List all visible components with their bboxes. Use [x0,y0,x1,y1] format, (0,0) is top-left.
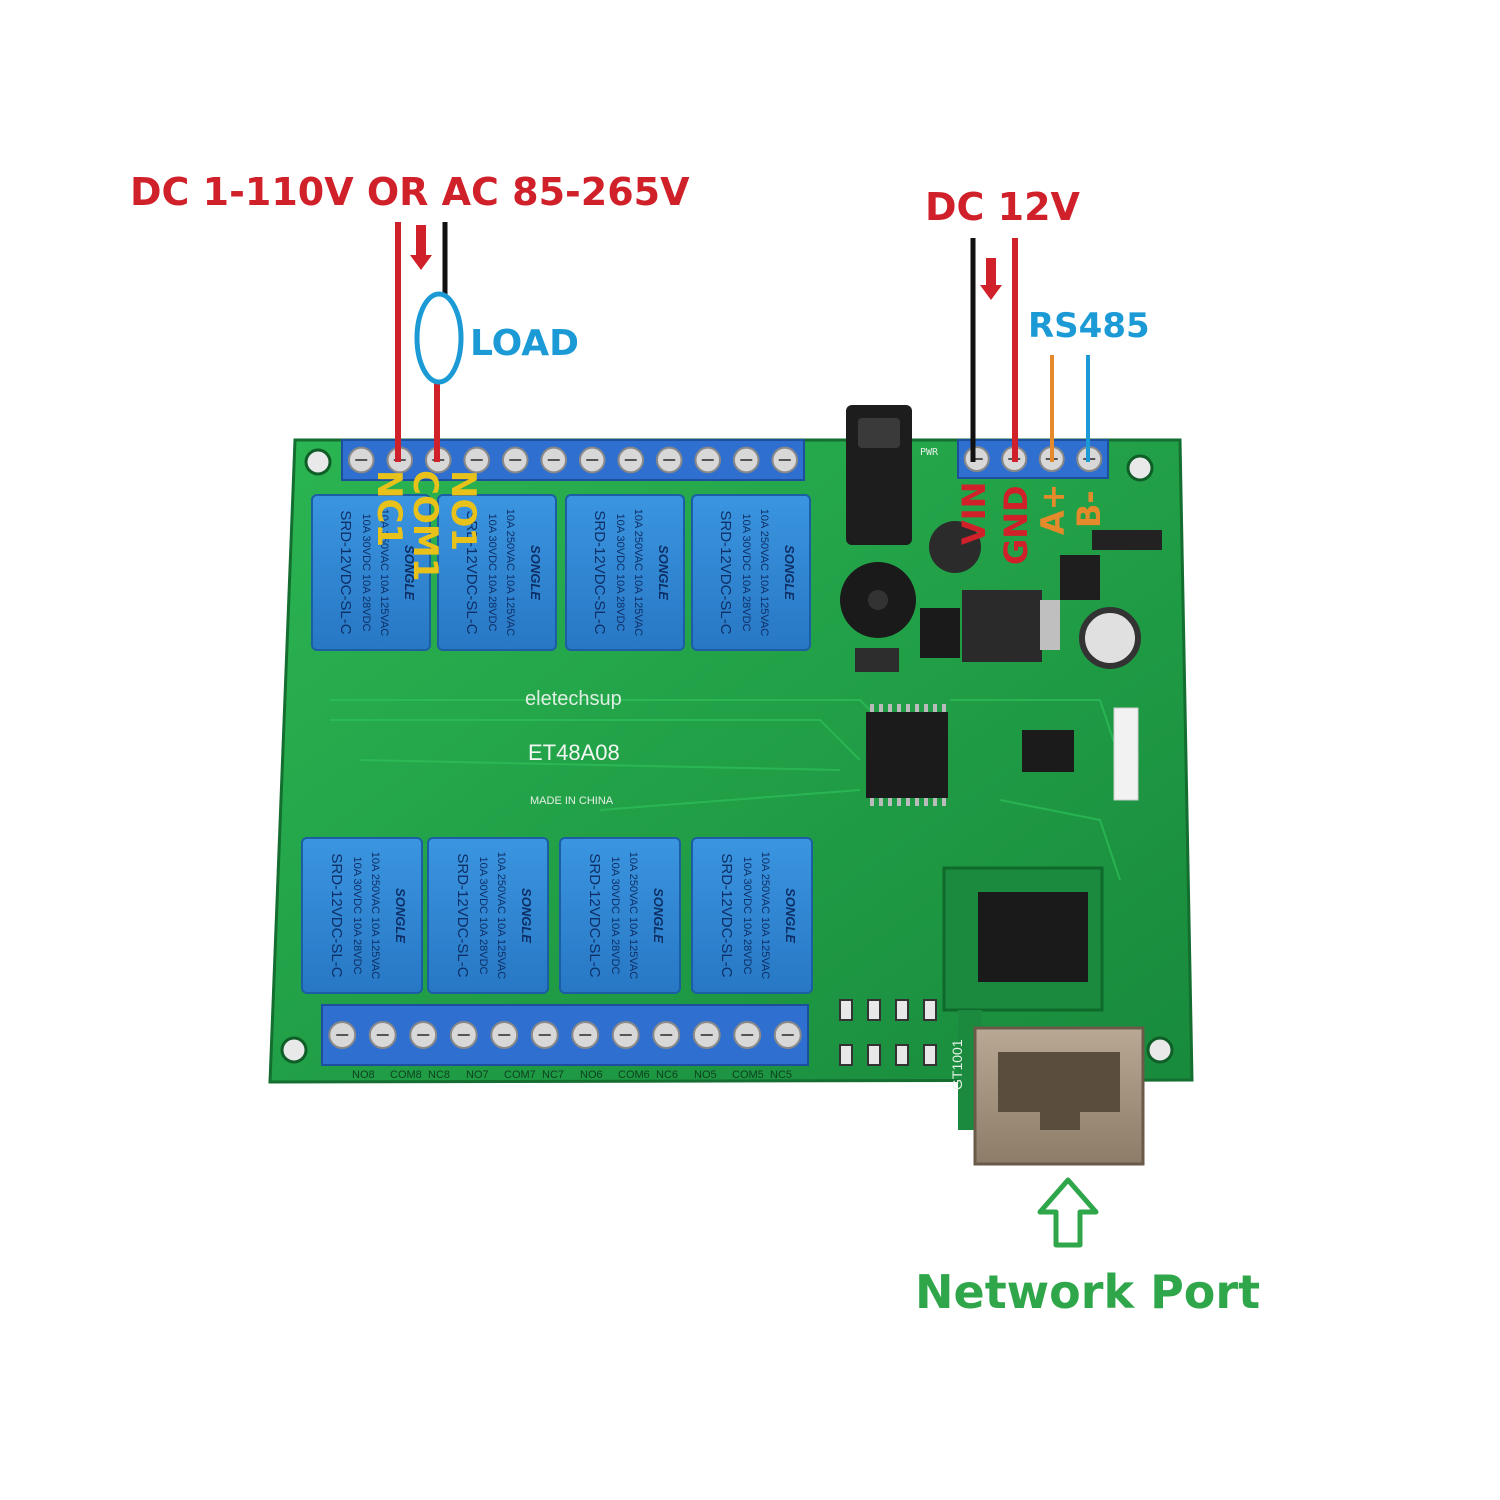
network-port-label: Network Port [915,1265,1260,1319]
relay-rating: 10A 250VAC 10A 125VAC [758,509,770,636]
top-terminal-block [341,439,805,481]
b-minus-label: B- [1070,490,1108,528]
diode [855,648,899,672]
power-arrow-icon [980,258,1002,300]
a-plus-label: A+ [1034,483,1072,535]
terminal-silk-nc8: NC8 [428,1069,450,1081]
vin-label: VIN [955,482,993,545]
pwr-silk: PWR [920,447,939,458]
terminal-silk-no5: NO5 [694,1069,717,1081]
nc1-label: NC1 [369,470,409,547]
bottom-terminal-labels: NO8 COM8 NC8 NO7 COM7 NC7 NO6 COM6 NC6 NO5 COM5 NC5 [352,1069,792,1081]
relay-part-number: SRD-12VDC-SL-C [337,510,354,634]
relay-part-number: SRD-12VDC-SL-C [454,853,471,977]
made-in-silk: MADE IN CHINA [530,795,614,807]
relay-rating: 10A 250VAC 10A 125VAC [378,509,390,636]
load-ellipse [414,291,464,385]
power-label: DC 12V [925,185,1081,229]
gnd-label: GND [997,485,1035,565]
bottom-relay-5: SRD-12VDC-SL-C 10A 30VDC 10A 28VDC 10A 250… [301,837,423,994]
relay-brand: SONGLE [651,888,666,943]
load-label: LOAD [470,323,579,364]
transistor [1092,530,1162,550]
terminal-silk-com7: COM7 [504,1069,536,1081]
bottom-relay-6: SRD-12VDC-SL-C 10A 30VDC 10A 28VDC 10A 250… [427,837,549,994]
bottom-relay-8: SRD-12VDC-SL-C 10A 30VDC 10A 28VDC 10A 250… [691,837,813,994]
current-arrow-icon [410,225,432,270]
channel-leds [839,999,937,1066]
relay-rating: 10A 250VAC 10A 125VAC [495,852,507,979]
relay-brand: SONGLE [519,888,534,943]
relay-brand: SONGLE [783,888,798,943]
relay-rating: 10A 250VAC 10A 125VAC [504,509,516,636]
relay-part-number: SRD-12VDC-SL-C [328,853,345,977]
capacitor [929,521,981,573]
top-relay-2: SRD-12VDC-SL-C 10A 30VDC 10A 28VDC 10A 250… [437,494,557,651]
supply-label: DC 1-110V OR AC 85-265V [130,170,690,214]
relay-rating: 10A 30VDC 10A 28VDC [740,513,752,631]
relay-rating: 10A 250VAC 10A 125VAC [632,509,644,636]
com1-label: COM1 [405,470,445,581]
relay-rating: 10A 30VDC 10A 28VDC [360,513,372,631]
terminal-silk-nc5: NC5 [770,1069,792,1081]
relay-rating: 10A 30VDC 10A 28VDC [351,856,363,974]
relay-rating: 10A 30VDC 10A 28VDC [609,856,621,974]
terminal-silk-no7: NO7 [466,1069,489,1081]
small-ic [1060,555,1100,600]
main-ic [866,712,948,798]
relay-brand: SONGLE [656,545,671,600]
relay-rating: 10A 30VDC 10A 28VDC [477,856,489,974]
terminal-silk-com8: COM8 [390,1069,422,1081]
top-relay-4: SRD-12VDC-SL-C 10A 30VDC 10A 28VDC 10A 250… [691,494,811,651]
relay-rating: 10A 30VDC 10A 28VDC [486,513,498,631]
relay-brand: SONGLE [782,545,797,600]
terminal-silk-com5: COM5 [732,1069,764,1081]
relay-brand: SONGLE [393,888,408,943]
electrolytic-capacitor [1079,607,1141,669]
header-pins [920,608,960,658]
dc-jack [846,405,912,545]
terminal-silk-nc6: NC6 [656,1069,678,1081]
ethernet-module [942,866,1145,1166]
relay-rating: 10A 250VAC 10A 125VAC [759,852,771,979]
voltage-regulator [962,590,1042,662]
relay-rating: 10A 30VDC 10A 28VDC [614,513,626,631]
relay-part-number: SRD-12VDC-SL-C [586,853,603,977]
relay-part-number: SRD-12VDC-SL-C [718,853,735,977]
relay-rating: 10A 250VAC 10A 125VAC [369,852,381,979]
brand-silk: eletechsup [525,688,622,710]
model-silk: ET48A08 [528,740,620,765]
top-relay-1: SRD-12VDC-SL-C 10A 30VDC 10A 28VDC 10A 250… [311,494,431,651]
rs485-ic [1022,730,1074,772]
bottom-terminal-block [321,1004,809,1066]
relay-brand: SONGLE [402,545,417,600]
module-silk: GT1001 [949,1039,965,1090]
relays-top-row: SRD-12VDC-SL-C 10A 30VDC 10A 28VDC 10A 250… [311,494,811,651]
relay-rating: 10A 30VDC 10A 28VDC [741,856,753,974]
mounting-holes [280,448,1174,1064]
led-bar [1113,707,1139,801]
relay-part-number: SRD-12VDC-SL-C [591,510,608,634]
network-arrow-icon [1037,1177,1099,1248]
relay-brand: SONGLE [528,545,543,600]
relays-bottom-row: SRD-12VDC-SL-C 10A 30VDC 10A 28VDC 10A 250… [301,837,813,994]
terminal-silk-nc7: NC7 [542,1069,564,1081]
terminal-silk-no8: NO8 [352,1069,375,1081]
power-terminal-block [957,439,1109,479]
no1-label: NO1 [443,470,483,551]
rs485-label: RS485 [1028,306,1150,346]
relay-part-number: SRD-12VDC-SL-C [717,510,734,634]
top-relay-3: SRD-12VDC-SL-C 10A 30VDC 10A 28VDC 10A 250… [565,494,685,651]
terminal-silk-no6: NO6 [580,1069,603,1081]
relay-part-number: SRD-12VDC-SL-C [463,510,480,634]
bottom-relay-7: SRD-12VDC-SL-C 10A 30VDC 10A 28VDC 10A 250… [559,837,681,994]
terminal-silk-com6: COM6 [618,1069,650,1081]
relay-rating: 10A 250VAC 10A 125VAC [627,852,639,979]
